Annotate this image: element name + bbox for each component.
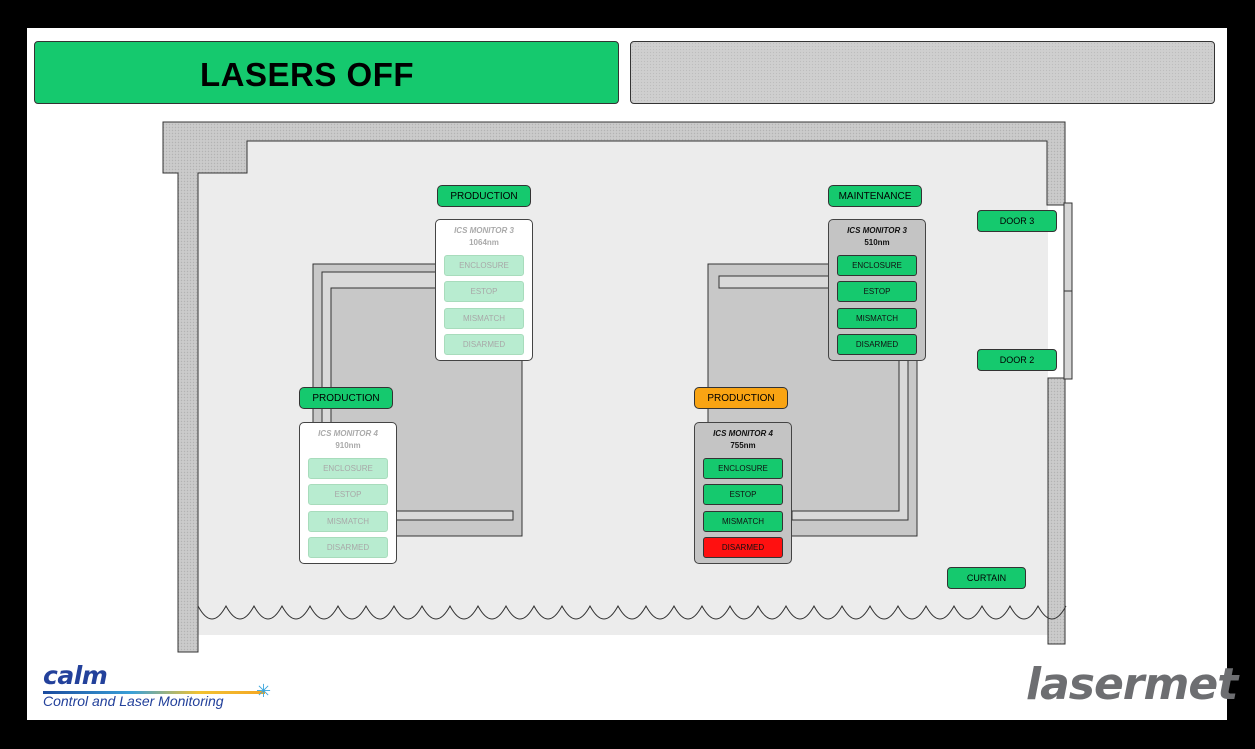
mismatch-interlock[interactable]: MISMATCH — [837, 308, 917, 329]
door-2-frame — [1063, 290, 1073, 380]
door-3-frame — [1063, 202, 1073, 292]
estop-interlock[interactable]: ESTOP — [308, 484, 388, 505]
ics-monitor-4-910nm[interactable]: ICS MONITOR 4 910nm ENCLOSURE ESTOP MISM… — [299, 422, 397, 564]
disarmed-interlock-fault[interactable]: DISARMED — [703, 537, 783, 558]
monitor-title: ICS MONITOR 4 — [713, 429, 773, 438]
calm-logo: calm ✳ Control and Laser Monitoring — [43, 661, 271, 709]
door-3-sensor[interactable]: DOOR 3 — [977, 210, 1057, 232]
mismatch-interlock[interactable]: MISMATCH — [444, 308, 524, 329]
monitor-wavelength: 510nm — [864, 238, 890, 247]
estop-interlock[interactable]: ESTOP — [837, 281, 917, 302]
disarmed-interlock[interactable]: DISARMED — [444, 334, 524, 355]
calm-tagline: Control and Laser Monitoring — [43, 693, 224, 709]
calm-wordmark: calm — [43, 661, 108, 690]
mismatch-interlock[interactable]: MISMATCH — [308, 511, 388, 532]
disarmed-interlock[interactable]: DISARMED — [837, 334, 917, 355]
enclosure-interlock[interactable]: ENCLOSURE — [703, 458, 783, 479]
monitor-wavelength: 1064nm — [469, 238, 499, 247]
mode-badge-maintenance-510[interactable]: MAINTENANCE — [828, 185, 922, 207]
mode-badge-production-1064[interactable]: PRODUCTION — [437, 185, 531, 207]
estop-interlock[interactable]: ESTOP — [444, 281, 524, 302]
monitor-wavelength: 910nm — [335, 441, 361, 450]
mismatch-interlock[interactable]: MISMATCH — [703, 511, 783, 532]
message-banner — [630, 41, 1215, 104]
enclosure-interlock[interactable]: ENCLOSURE — [308, 458, 388, 479]
asterisk-star-icon: ✳ — [256, 681, 272, 701]
monitor-title: ICS MONITOR 3 — [847, 226, 907, 235]
ics-monitor-3-1064nm[interactable]: ICS MONITOR 3 1064nm ENCLOSURE ESTOP MIS… — [435, 219, 533, 361]
enclosure-interlock[interactable]: ENCLOSURE — [444, 255, 524, 276]
curtain-sensor[interactable]: CURTAIN — [947, 567, 1026, 589]
laser-status-text: LASERS OFF — [200, 56, 415, 93]
estop-interlock[interactable]: ESTOP — [703, 484, 783, 505]
calm-gradient-line — [43, 691, 265, 694]
enclosure-right-rail — [718, 275, 831, 289]
lasermet-logo: lasermet — [1026, 659, 1238, 710]
monitor-title: ICS MONITOR 4 — [318, 429, 378, 438]
disarmed-interlock[interactable]: DISARMED — [308, 537, 388, 558]
laser-status-banner: LASERS OFF — [34, 41, 619, 104]
ics-monitor-3-510nm[interactable]: ICS MONITOR 3 510nm ENCLOSURE ESTOP MISM… — [828, 219, 926, 361]
ics-monitor-4-755nm[interactable]: ICS MONITOR 4 755nm ENCLOSURE ESTOP MISM… — [694, 422, 792, 564]
monitor-title: ICS MONITOR 3 — [454, 226, 514, 235]
door-2-sensor[interactable]: DOOR 2 — [977, 349, 1057, 371]
room-wall-right — [1047, 377, 1066, 645]
mode-badge-production-755[interactable]: PRODUCTION — [694, 387, 788, 409]
enclosure-interlock[interactable]: ENCLOSURE — [837, 255, 917, 276]
mode-badge-production-910[interactable]: PRODUCTION — [299, 387, 393, 409]
monitor-wavelength: 755nm — [730, 441, 756, 450]
curtain-line — [197, 604, 1067, 620]
